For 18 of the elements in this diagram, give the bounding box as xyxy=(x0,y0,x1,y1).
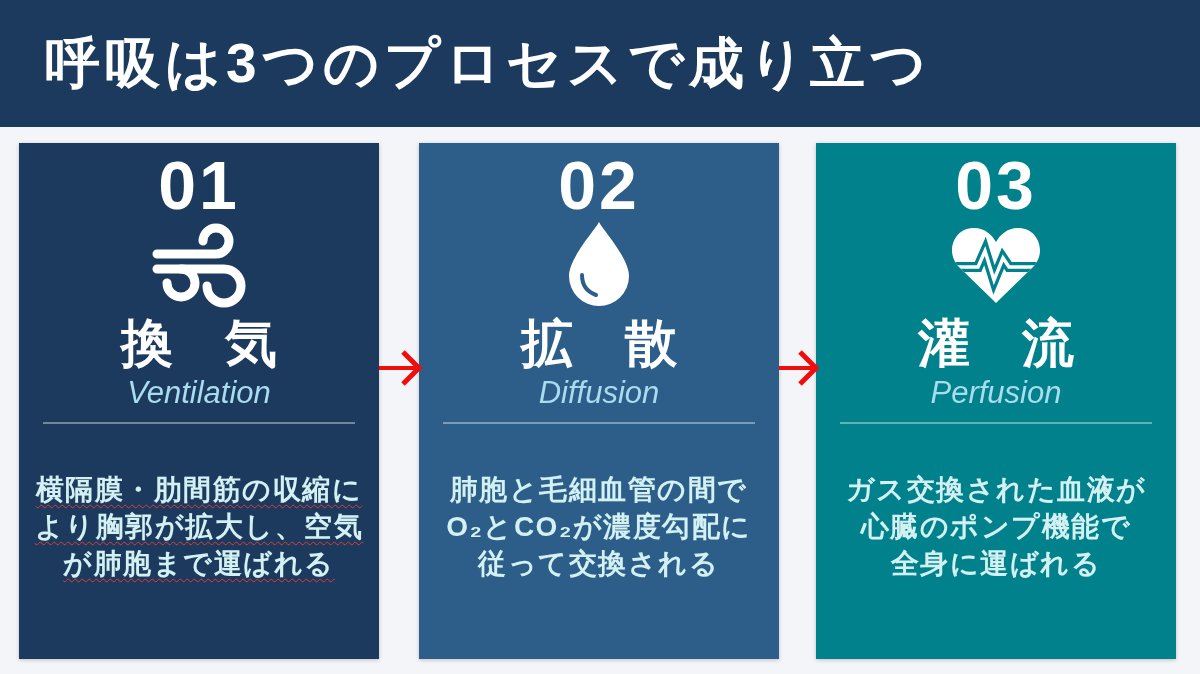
process-subtitle: Diffusion xyxy=(538,375,660,411)
process-title: 換 気 xyxy=(121,313,277,373)
process-card xyxy=(19,143,379,659)
page-title: 呼吸は3つのプロセスで成り立つ xyxy=(45,31,931,96)
process-card xyxy=(816,143,1176,659)
step-number: 03 xyxy=(955,150,1037,220)
process-title: 拡 散 xyxy=(521,313,677,373)
process-subtitle: Perfusion xyxy=(930,375,1062,411)
step-number: 01 xyxy=(158,150,240,220)
process-card xyxy=(419,143,779,659)
process-subtitle: Ventilation xyxy=(127,375,271,411)
process-description: 肺胞と毛細血管の間でO₂とCO₂が濃度勾配に従って交換される xyxy=(446,473,752,581)
arrow xyxy=(779,349,819,387)
process-description: 横隔膜・肋間筋の収縮により胸郭が拡大し、空気が肺胞まで運ばれる xyxy=(34,473,364,581)
arrow xyxy=(379,349,422,387)
step-number: 02 xyxy=(558,150,640,220)
process-description: ガス交換された血液が心臓のポンプ機能で全身に運ばれる xyxy=(845,473,1147,581)
process-title: 灌 流 xyxy=(918,313,1074,373)
